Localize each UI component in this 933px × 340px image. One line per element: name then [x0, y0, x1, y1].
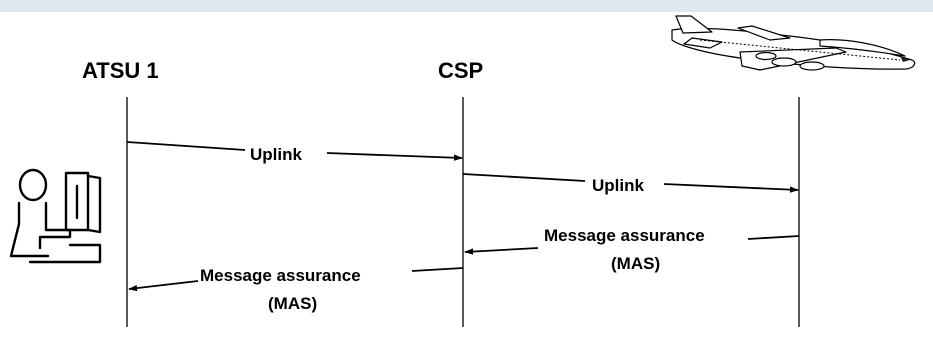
mas-label-2-line1: Message assurance	[200, 266, 361, 285]
message-uplink-csp-to-aircraft: Uplink	[462, 173, 799, 195]
top-band	[0, 0, 933, 12]
uplink-label-1: Uplink	[250, 145, 302, 164]
mas-label-1-line2: (MAS)	[611, 254, 660, 273]
participant-csp-label: CSP	[438, 58, 483, 83]
mas-label-2-line2: (MAS)	[268, 294, 317, 313]
participant-atsu-label: ATSU 1	[82, 58, 159, 83]
uplink-label-2: Uplink	[592, 176, 644, 195]
message-mas-aircraft-to-csp: Message assurance (MAS)	[464, 226, 800, 273]
aircraft-icon	[671, 15, 916, 71]
message-uplink-atsu-to-csp: Uplink	[126, 141, 463, 164]
air-traffic-controller-icon	[9, 168, 102, 264]
mas-label-1-line1: Message assurance	[544, 226, 705, 245]
message-mas-csp-to-atsu: Message assurance (MAS)	[128, 266, 464, 313]
